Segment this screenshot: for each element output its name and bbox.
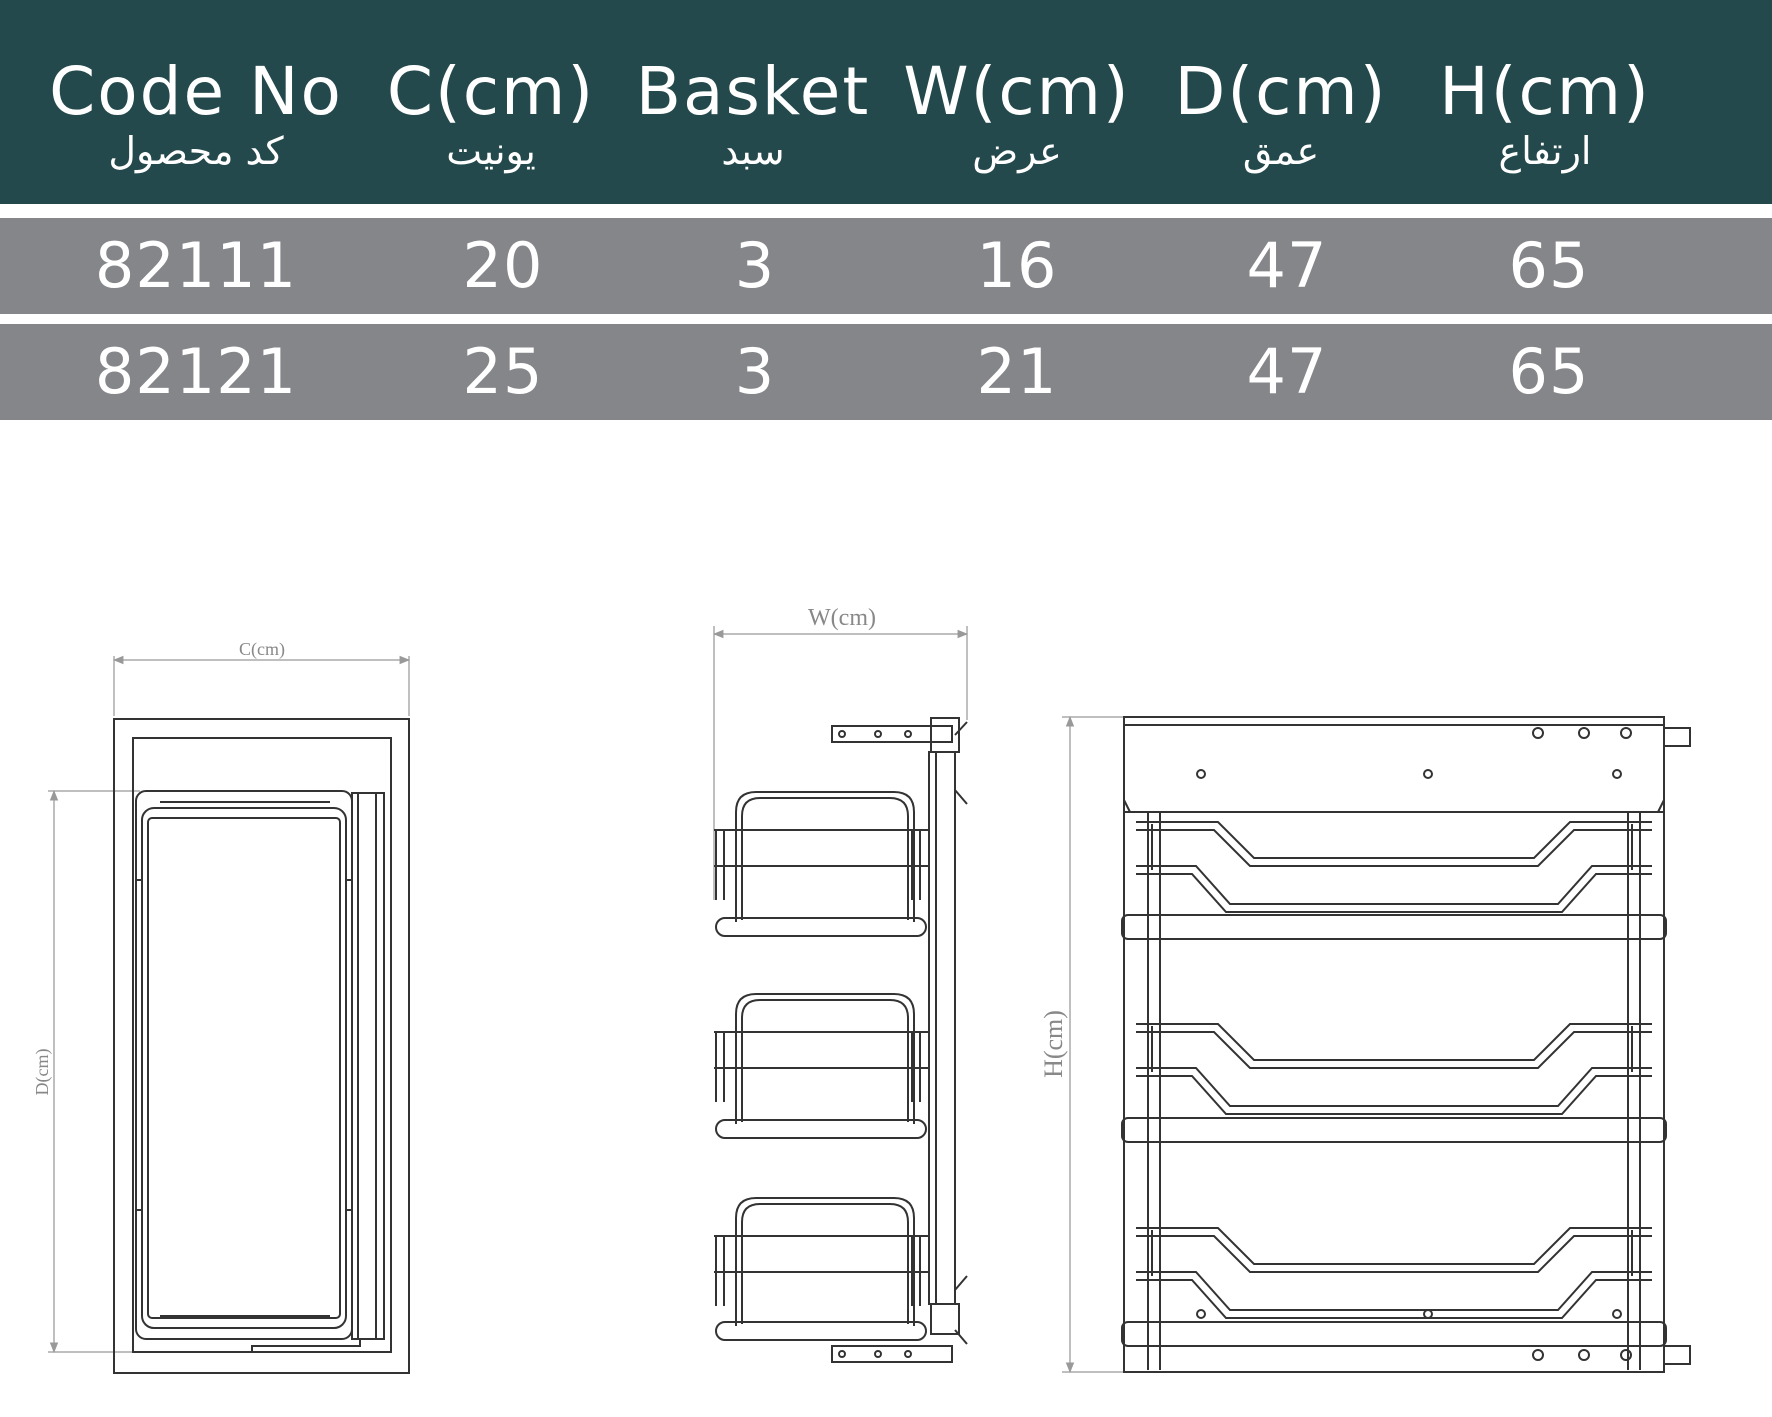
header-c: C(cm) یونیت	[341, 0, 641, 204]
header-label-fa: عرض	[972, 129, 1062, 173]
cell-d: 47	[1246, 335, 1328, 408]
top-view-drawing: C(cm) D(cm)	[32, 639, 411, 1374]
cell-d: 47	[1246, 229, 1328, 302]
dimension-c	[112, 655, 411, 716]
front-basket-2	[1121, 1023, 1667, 1143]
header-label-en: C(cm)	[386, 53, 596, 130]
table-row: 82111 20 3 16 47 65	[0, 218, 1772, 314]
table-header: Code No کد محصول C(cm) یونیت Basket سبد …	[0, 0, 1772, 204]
cell-code: 82121	[94, 335, 298, 408]
header-label-fa: عمق	[1242, 129, 1320, 173]
dimension-w	[712, 626, 969, 900]
front-view-drawing: H(cm)	[1039, 715, 1691, 1374]
header-label-en: D(cm)	[1174, 53, 1388, 130]
cell-basket: 3	[734, 335, 776, 408]
dimension-c-label: C(cm)	[239, 639, 285, 660]
header-basket: Basket سبد	[603, 0, 903, 204]
header-h: H(cm) ارتفاع	[1395, 0, 1695, 204]
dimension-d	[48, 789, 140, 1354]
side-basket-1	[714, 791, 929, 937]
front-frame	[1123, 716, 1691, 1373]
cell-basket: 3	[734, 229, 776, 302]
header-code-no: Code No کد محصول	[46, 0, 346, 204]
cell-h: 65	[1508, 335, 1590, 408]
basket-frame	[135, 790, 385, 1352]
table-row: 82121 25 3 21 47 65	[0, 324, 1772, 420]
cell-code: 82111	[94, 229, 298, 302]
cell-c: 20	[462, 229, 544, 302]
header-label-en: H(cm)	[1439, 53, 1651, 130]
header-label-en: Basket	[635, 53, 871, 130]
header-label-en: W(cm)	[903, 53, 1131, 130]
dimension-h	[1062, 715, 1124, 1374]
dimension-d-label: D(cm)	[32, 1049, 53, 1096]
side-basket-2	[714, 993, 929, 1139]
cell-h: 65	[1508, 229, 1590, 302]
side-view-drawing: W(cm)	[712, 605, 969, 1363]
front-basket-3	[1121, 1227, 1667, 1347]
mounting-post	[831, 717, 968, 1363]
header-label-fa: یونیت	[446, 129, 536, 173]
header-label-fa: ارتفاع	[1498, 129, 1592, 173]
header-w: W(cm) عرض	[867, 0, 1167, 204]
header-d: D(cm) عمق	[1131, 0, 1431, 204]
cell-c: 25	[462, 335, 544, 408]
dimension-w-label: W(cm)	[808, 605, 876, 631]
technical-drawings: C(cm) D(cm)	[32, 605, 1691, 1374]
header-label-fa: سبد	[721, 129, 785, 173]
header-label-fa: کد محصول	[108, 129, 284, 173]
cell-w: 16	[976, 229, 1058, 302]
dimension-h-label: H(cm)	[1039, 1010, 1068, 1078]
header-label-en: Code No	[49, 53, 343, 130]
side-basket-3	[714, 1197, 929, 1341]
cell-w: 21	[976, 335, 1058, 408]
front-basket-1	[1121, 821, 1667, 940]
cabinet-outline	[113, 718, 410, 1374]
